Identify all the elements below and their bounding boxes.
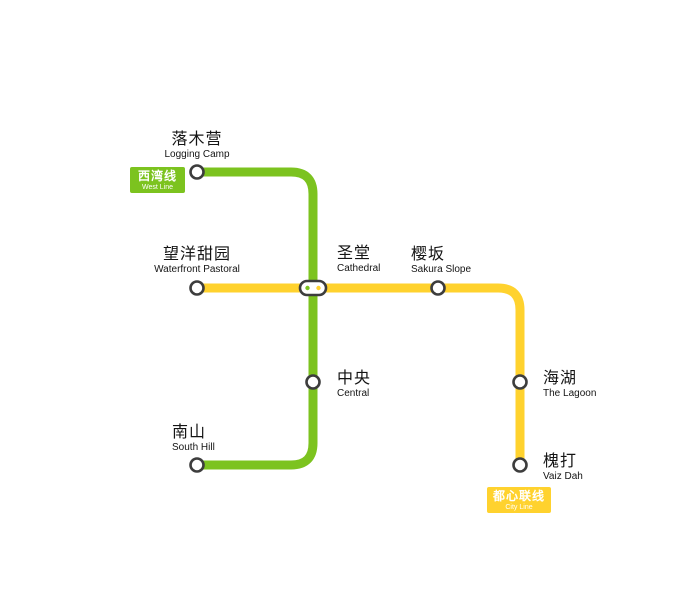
city-line-path (192, 283, 525, 470)
city-line-badge: 都心联线 City Line (487, 487, 551, 513)
line-name-en: City Line (505, 503, 533, 511)
station-marker-cathedral-interchange[interactable] (298, 279, 328, 297)
station-name-en: Waterfront Pastoral (154, 264, 240, 275)
station-name-zh: 中央 (337, 370, 372, 387)
station-name-en: The Lagoon (543, 388, 597, 399)
station-label-cathedral: 圣堂 Cathedral (337, 244, 380, 274)
station-marker-central[interactable] (305, 374, 321, 390)
station-marker-vaiz-dah[interactable] (512, 457, 528, 473)
station-name-zh: 圣堂 (337, 245, 372, 262)
line-name-zh: 都心联线 (492, 488, 545, 503)
line-name-en: West Line (142, 183, 173, 191)
station-name-zh: 槐打 (543, 453, 578, 470)
station-label-south-hill: 南山 South Hill (172, 423, 215, 453)
line-name-zh: 西湾线 (137, 168, 177, 183)
station-name-zh: 樱坂 (411, 246, 446, 263)
station-name-en: Vaiz Dah (543, 471, 583, 482)
station-label-central: 中央 Central (337, 369, 371, 399)
station-name-zh: 落木营 (171, 131, 223, 148)
station-marker-sakura-slope[interactable] (430, 280, 446, 296)
station-marker-logging-camp[interactable] (189, 164, 205, 180)
station-name-en: Logging Camp (164, 149, 230, 160)
station-name-zh: 海湖 (543, 370, 578, 387)
interchange-city-line-dot (316, 285, 321, 291)
station-name-en: Cathedral (337, 263, 381, 274)
station-name-en: Central (337, 388, 370, 399)
station-name-en: South Hill (172, 442, 215, 453)
station-label-the-lagoon: 海湖 The Lagoon (543, 369, 596, 399)
station-label-waterfront-pastoral: 望洋甜园 Waterfront Pastoral (154, 245, 240, 275)
station-marker-south-hill[interactable] (189, 457, 205, 473)
station-name-zh: 南山 (172, 424, 207, 441)
station-name-en: Sakura Slope (411, 264, 472, 275)
station-marker-waterfront-pastoral[interactable] (189, 280, 205, 296)
station-label-logging-camp: 落木营 Logging Camp (164, 130, 229, 160)
station-label-sakura-slope: 樱坂 Sakura Slope (411, 245, 471, 275)
west-line-path (192, 167, 318, 470)
station-label-vaiz-dah: 槐打 Vaiz Dah (543, 452, 583, 482)
station-name-zh: 望洋甜园 (162, 246, 231, 263)
west-line-badge: 西湾线 West Line (130, 167, 185, 193)
station-marker-the-lagoon[interactable] (512, 374, 528, 390)
interchange-west-line-dot (305, 285, 310, 291)
